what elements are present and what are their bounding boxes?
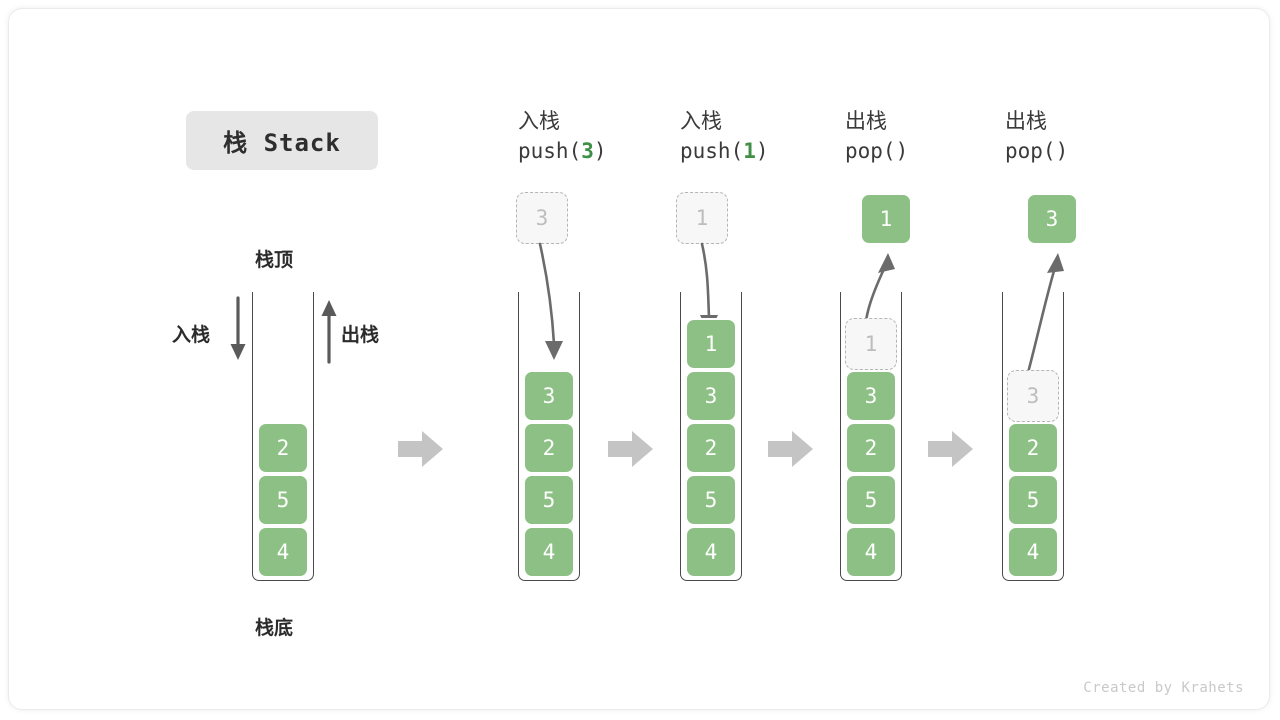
stack-cell: 1 (685, 318, 737, 370)
incoming-element-3: 3 (516, 192, 568, 244)
step-header-cn: 入栈 (680, 109, 722, 133)
stack-before-pop-1: 4 5 2 3 1 (840, 292, 904, 582)
stack-wall (840, 292, 902, 581)
step-header-cn: 出栈 (1005, 109, 1047, 133)
stack-after-push-1: 4 5 2 3 1 (680, 292, 744, 582)
stack-wall (252, 292, 314, 581)
stack-cells: 4 5 2 3 1 (845, 318, 897, 578)
code-value: 3 (581, 139, 594, 164)
stack-cell: 2 (845, 422, 897, 474)
stack-cell: 5 (685, 474, 737, 526)
push-side-label: 入栈 (172, 324, 211, 346)
stack-cell: 4 (685, 526, 737, 578)
code-suffix: ) (755, 139, 769, 164)
stack-cell: 4 (257, 526, 309, 578)
page-title: 栈 Stack (186, 111, 378, 170)
step-header-push-1: 入栈 push(1) (680, 106, 830, 167)
stack-cells: 4 5 2 3 1 (685, 318, 737, 578)
stack-cells: 4 5 2 3 (1007, 370, 1059, 578)
stack-cell: 5 (523, 474, 575, 526)
stack-cells: 4 5 2 3 (523, 370, 575, 578)
outgoing-element-1: 1 (860, 193, 912, 245)
step-header-cn: 出栈 (845, 109, 887, 133)
step-header-pop-3: 出栈 pop() (1005, 106, 1155, 167)
step-header-code: push(1) (680, 136, 830, 166)
separator-arrow-right-icon (768, 431, 813, 467)
separator-arrow-right-icon (398, 431, 443, 467)
stack-top-label: 栈顶 (255, 249, 294, 271)
stack-cell: 2 (1007, 422, 1059, 474)
code-value: 1 (743, 139, 756, 164)
step-header-push-3: 入栈 push(3) (518, 106, 668, 167)
stack-cell-vacated: 1 (845, 318, 897, 370)
step-header-code: pop() (1005, 136, 1155, 166)
stack-cell: 5 (257, 474, 309, 526)
stack-initial: 4 5 2 (252, 292, 316, 582)
code-prefix: pop( (1005, 139, 1056, 164)
code-prefix: push( (518, 139, 582, 164)
code-suffix: ) (1055, 139, 1069, 164)
pop-direction-arrow-icon (321, 300, 337, 364)
code-suffix: ) (593, 139, 607, 164)
outgoing-element-3: 3 (1026, 193, 1078, 245)
code-suffix: ) (895, 139, 909, 164)
stack-cell: 5 (1007, 474, 1059, 526)
code-prefix: push( (680, 139, 744, 164)
stack-wall (1002, 292, 1064, 581)
separator-arrow-right-icon (608, 431, 653, 467)
stack-after-push-3: 4 5 2 3 (518, 292, 582, 582)
stack-cell: 3 (523, 370, 575, 422)
stack-bottom-label: 栈底 (255, 617, 294, 639)
stack-cell: 3 (845, 370, 897, 422)
stack-wall (680, 292, 742, 581)
stack-cell-vacated: 3 (1007, 370, 1059, 422)
stack-cell: 4 (1007, 526, 1059, 578)
footer-credit: Created by Krahets (1083, 680, 1244, 696)
step-header-cn: 入栈 (518, 109, 560, 133)
stack-cell: 5 (845, 474, 897, 526)
stack-cell: 4 (845, 526, 897, 578)
stack-cells-initial: 4 5 2 (257, 422, 309, 578)
stack-cell: 2 (685, 422, 737, 474)
stack-cell: 2 (523, 422, 575, 474)
stack-before-pop-3: 4 5 2 3 (1002, 292, 1066, 582)
incoming-element-1: 1 (676, 192, 728, 244)
separator-arrow-right-icon (928, 431, 973, 467)
stack-cell: 3 (685, 370, 737, 422)
step-header-code: push(3) (518, 136, 668, 166)
pop-side-label: 出栈 (341, 324, 380, 346)
stack-wall (518, 292, 580, 581)
step-header-pop-1: 出栈 pop() (845, 106, 995, 167)
push-direction-arrow-icon (230, 296, 246, 360)
stack-cell: 4 (523, 526, 575, 578)
code-prefix: pop( (845, 139, 896, 164)
step-header-code: pop() (845, 136, 995, 166)
stack-cell: 2 (257, 422, 309, 474)
